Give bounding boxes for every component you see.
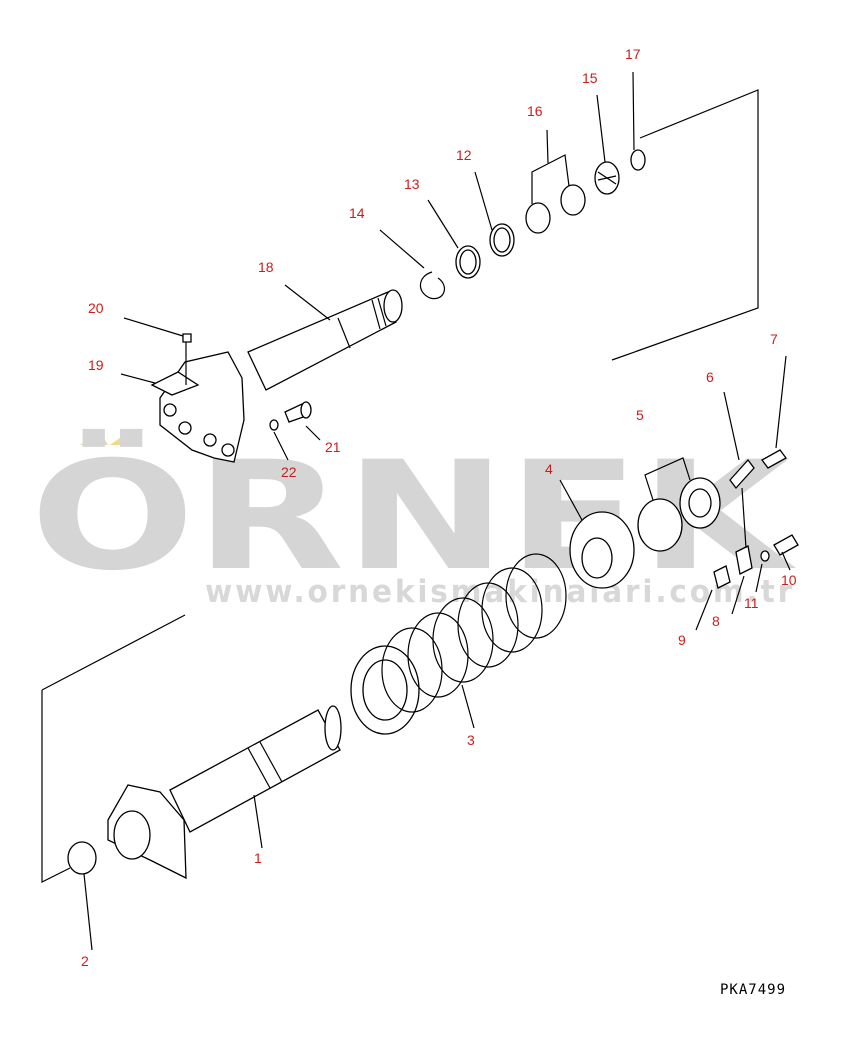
part-16-bushing (560, 184, 586, 216)
part-2-bushing (67, 841, 97, 875)
part-21-bolt (284, 401, 312, 423)
watermark-accent (110, 432, 136, 445)
callout-8: 8 (712, 613, 720, 629)
callout-15: 15 (582, 70, 598, 86)
part-7-fitting (761, 449, 787, 469)
callout-20: 20 (88, 300, 104, 316)
callout-9: 9 (678, 632, 686, 648)
lower-frame-line (41, 614, 186, 691)
callout-17: 17 (625, 46, 641, 62)
callout-21: 21 (325, 439, 341, 455)
callouts: 1 2 3 4 5 6 7 8 9 10 11 12 13 14 15 16 1… (81, 46, 797, 969)
callout-3: 3 (467, 732, 475, 748)
part-6-valve (729, 458, 755, 490)
part-5-spacer (637, 498, 683, 552)
callout-1: 1 (254, 850, 262, 866)
callout-6: 6 (706, 369, 714, 385)
part-11-washer (760, 550, 770, 562)
rod-body (169, 709, 341, 833)
callout-16: 16 (527, 103, 543, 119)
part-1-rod-lower (107, 705, 342, 880)
watermark-accent (80, 432, 108, 445)
part-10-bolt (773, 534, 799, 556)
part-8-plate (735, 545, 753, 575)
callout-22: 22 (281, 464, 297, 480)
callout-10: 10 (781, 572, 797, 588)
callout-14: 14 (349, 205, 365, 221)
part-17-ring (630, 149, 646, 171)
part-18-rod-upper (150, 289, 403, 463)
part-16-bushing (525, 202, 551, 234)
callout-18: 18 (258, 259, 274, 275)
part-20-bolt-head (182, 333, 192, 343)
part-9-block (713, 565, 731, 589)
drawing-code: PKA7499 (720, 982, 786, 998)
callout-19: 19 (88, 357, 104, 373)
callout-2: 2 (81, 953, 89, 969)
callout-12: 12 (456, 147, 472, 163)
callout-11: 11 (744, 595, 759, 611)
part-14-snap-ring (419, 271, 446, 300)
callout-4: 4 (545, 461, 553, 477)
rod-shaft (247, 291, 397, 391)
lower-frame-line (41, 690, 71, 883)
part-3-spring (350, 553, 567, 735)
part-4-spring-seat (569, 511, 635, 589)
watermark-url: www.ornekismakinalari.com.tr (205, 574, 795, 610)
leader-lines (83, 71, 791, 951)
upper-frame-line (611, 89, 759, 361)
callout-7: 7 (770, 331, 778, 347)
callout-13: 13 (404, 176, 420, 192)
callout-5: 5 (636, 407, 644, 423)
rod-thread-end (383, 289, 403, 323)
frame-lines (41, 89, 759, 883)
part-22-washer (269, 419, 279, 431)
